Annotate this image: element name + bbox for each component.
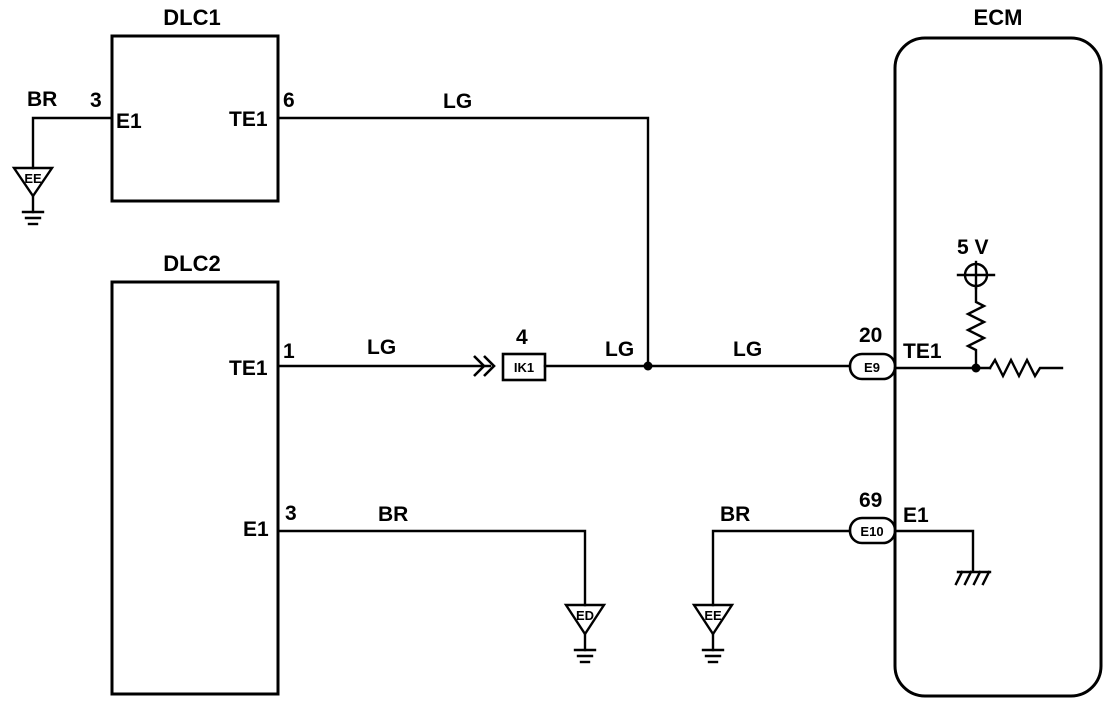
- dlc2-te1-pin-number: 1: [283, 340, 295, 363]
- ground-ee-ecm-label: EE: [704, 608, 722, 623]
- junction-label: IK1: [514, 360, 534, 375]
- dlc1-e1-pin-number: 3: [90, 89, 102, 112]
- ecm-connector-e9: E9: [848, 352, 897, 381]
- wire-label-br-dlc1: BR: [27, 88, 57, 111]
- ecm-title: ECM: [974, 5, 1023, 30]
- ground-ee-dlc1-icon: EE: [11, 166, 55, 226]
- dlc1-ground-wire: BR: [27, 88, 114, 170]
- dlc1-title: DLC1: [163, 5, 220, 30]
- dlc1-te1-pin-number: 6: [283, 89, 295, 112]
- supply-5v-icon: [956, 260, 996, 290]
- dlc1-e1-pin-name: E1: [116, 110, 142, 133]
- ecm-connector-e10-label: E10: [860, 524, 883, 539]
- wire-br-dlc2-e1: [276, 529, 587, 607]
- ground-ee-dlc1-label: EE: [24, 171, 42, 186]
- ecm-e1-pin-number: 69: [859, 489, 882, 512]
- resistor-pullup-icon: [965, 284, 987, 370]
- junction-connector-ik1: IK1 4: [501, 326, 547, 382]
- wire-label-lg-dlc1: LG: [443, 90, 472, 113]
- dlc1-block: DLC1 3 E1 TE1 6: [90, 5, 295, 203]
- dlc2-te1-pin-name: TE1: [229, 357, 268, 380]
- dlc2-box: [110, 280, 280, 696]
- dlc2-title: DLC2: [163, 251, 220, 276]
- ecm-connector-e10: E10: [848, 516, 897, 545]
- ecm-connector-e9-label: E9: [864, 360, 880, 375]
- resistor-series-icon: [988, 357, 1064, 379]
- splice-point: [643, 361, 653, 371]
- ecm-e1-pin-name: E1: [903, 504, 929, 527]
- ecm-internal-ground-line: [893, 529, 975, 572]
- chassis-ground-icon: [954, 570, 992, 586]
- wire-label-lg-to-ecm: LG: [733, 338, 762, 361]
- wire-br-ecm-e1: [711, 529, 852, 607]
- dlc2-block: DLC2 TE1 1 E1 3: [110, 251, 297, 696]
- ecm-te1-pin-name: TE1: [903, 340, 942, 363]
- wire-label-br-ecm: BR: [720, 503, 750, 526]
- dlc1-te1-pin-name: TE1: [229, 108, 268, 131]
- connector-chevron-icon: [473, 355, 496, 377]
- junction-pin-number: 4: [516, 326, 528, 349]
- ground-ed-dlc2-icon: ED: [563, 603, 607, 664]
- supply-voltage-label: 5 V: [957, 236, 989, 259]
- ecm-block: ECM: [893, 5, 1103, 698]
- wire-lg-dlc1-te1: [276, 116, 650, 368]
- dlc2-e1-pin-number: 3: [285, 502, 297, 525]
- wire-label-lg-dlc2: LG: [367, 336, 396, 359]
- dlc2-e1-pin-name: E1: [243, 518, 269, 541]
- wire-label-br-dlc2: BR: [378, 503, 408, 526]
- ground-ed-label: ED: [576, 608, 594, 623]
- wire-label-lg-junction-out: LG: [605, 338, 634, 361]
- ground-ee-ecm-icon: EE: [691, 603, 735, 664]
- wire-br-dlc1: [31, 116, 114, 170]
- ecm-te1-pin-number: 20: [859, 324, 882, 347]
